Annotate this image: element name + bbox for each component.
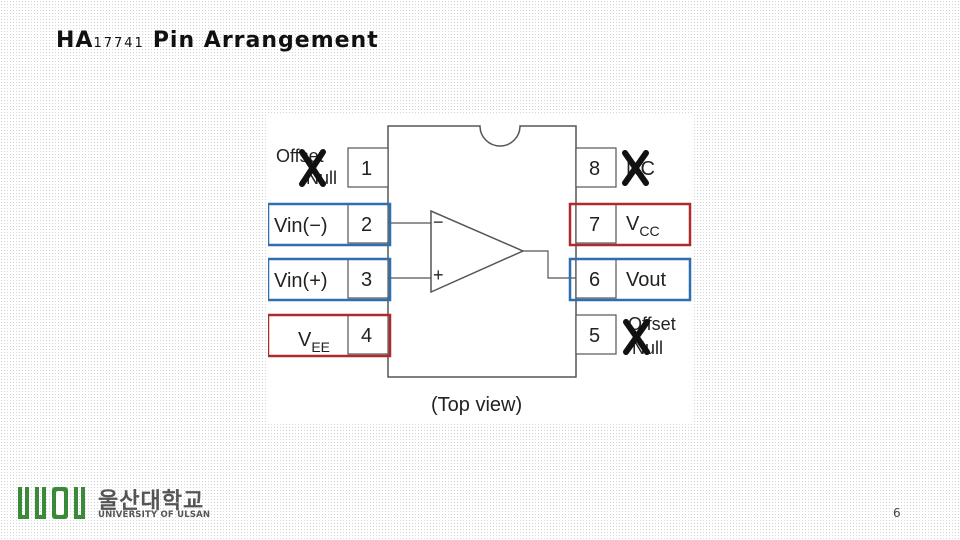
pin-box-8 [575,147,617,188]
pin-box-2 [347,203,389,244]
pin-number-2: 2 [361,214,372,236]
highlight-vee [268,313,392,358]
university-logo: 울산대학교 UNIVERSITY OF ULSAN [18,485,211,521]
pin-label-1-line1: Offset [276,146,324,166]
pin-box-4 [347,314,389,355]
pin-diagram-svg: − + 1 2 3 4 8 7 6 5 Offset Null Vin(−) V… [268,125,692,416]
logo-korean-text: 울산대학교 [98,489,205,514]
title-prefix: HA [56,28,94,53]
cross-icon-pin-1 [299,149,326,187]
pin-label-7: VCC [626,213,660,239]
title-model-number: 17741 [93,36,145,51]
pin-box-3 [347,258,389,299]
pin-label-3: Vin(+) [274,270,328,292]
opamp-triangle [430,209,525,294]
pin-diagram: − + 1 2 3 4 8 7 6 5 Offset Null Vin(−) V… [268,114,692,424]
highlight-vin-minus [268,202,392,247]
cross-icon-pin-5 [623,319,650,355]
pin-label-4: VEE [298,329,330,355]
highlight-vin-plus [268,257,392,302]
pin-number-8: 8 [589,158,600,180]
pin-number-3: 3 [361,269,372,291]
highlight-vout [568,257,692,302]
pin-label-4-main: V [298,329,312,351]
pin-number-1: 1 [361,158,372,180]
pin-label-7-sub: CC [639,223,659,239]
pin-label-6: Vout [626,269,666,291]
logo-english-text: UNIVERSITY OF ULSAN [98,510,211,520]
highlight-vcc [568,202,692,247]
pin-label-2: Vin(−) [274,215,328,237]
pin-box-7 [575,203,617,244]
pin-number-5: 5 [589,325,600,347]
pin-label-7-main: V [626,213,640,235]
cross-icon-pin-8 [622,150,649,186]
slide-title: HA17741 Pin Arrangement [56,28,379,53]
opamp-plus-sign: + [433,265,444,285]
pin-number-4: 4 [361,325,372,347]
pin-box-1 [347,147,389,188]
logo-mark-icon [18,487,85,519]
title-suffix: Pin Arrangement [152,28,379,53]
pin-box-5 [575,314,617,355]
top-view-caption: (Top view) [431,394,522,416]
ic-body [387,125,577,378]
page-number: 6 [893,506,901,520]
pin-number-6: 6 [589,269,600,291]
opamp-minus-sign: − [433,212,444,232]
pin-label-4-sub: EE [311,339,330,355]
wire-vout [523,250,576,279]
pin-number-7: 7 [589,214,600,236]
